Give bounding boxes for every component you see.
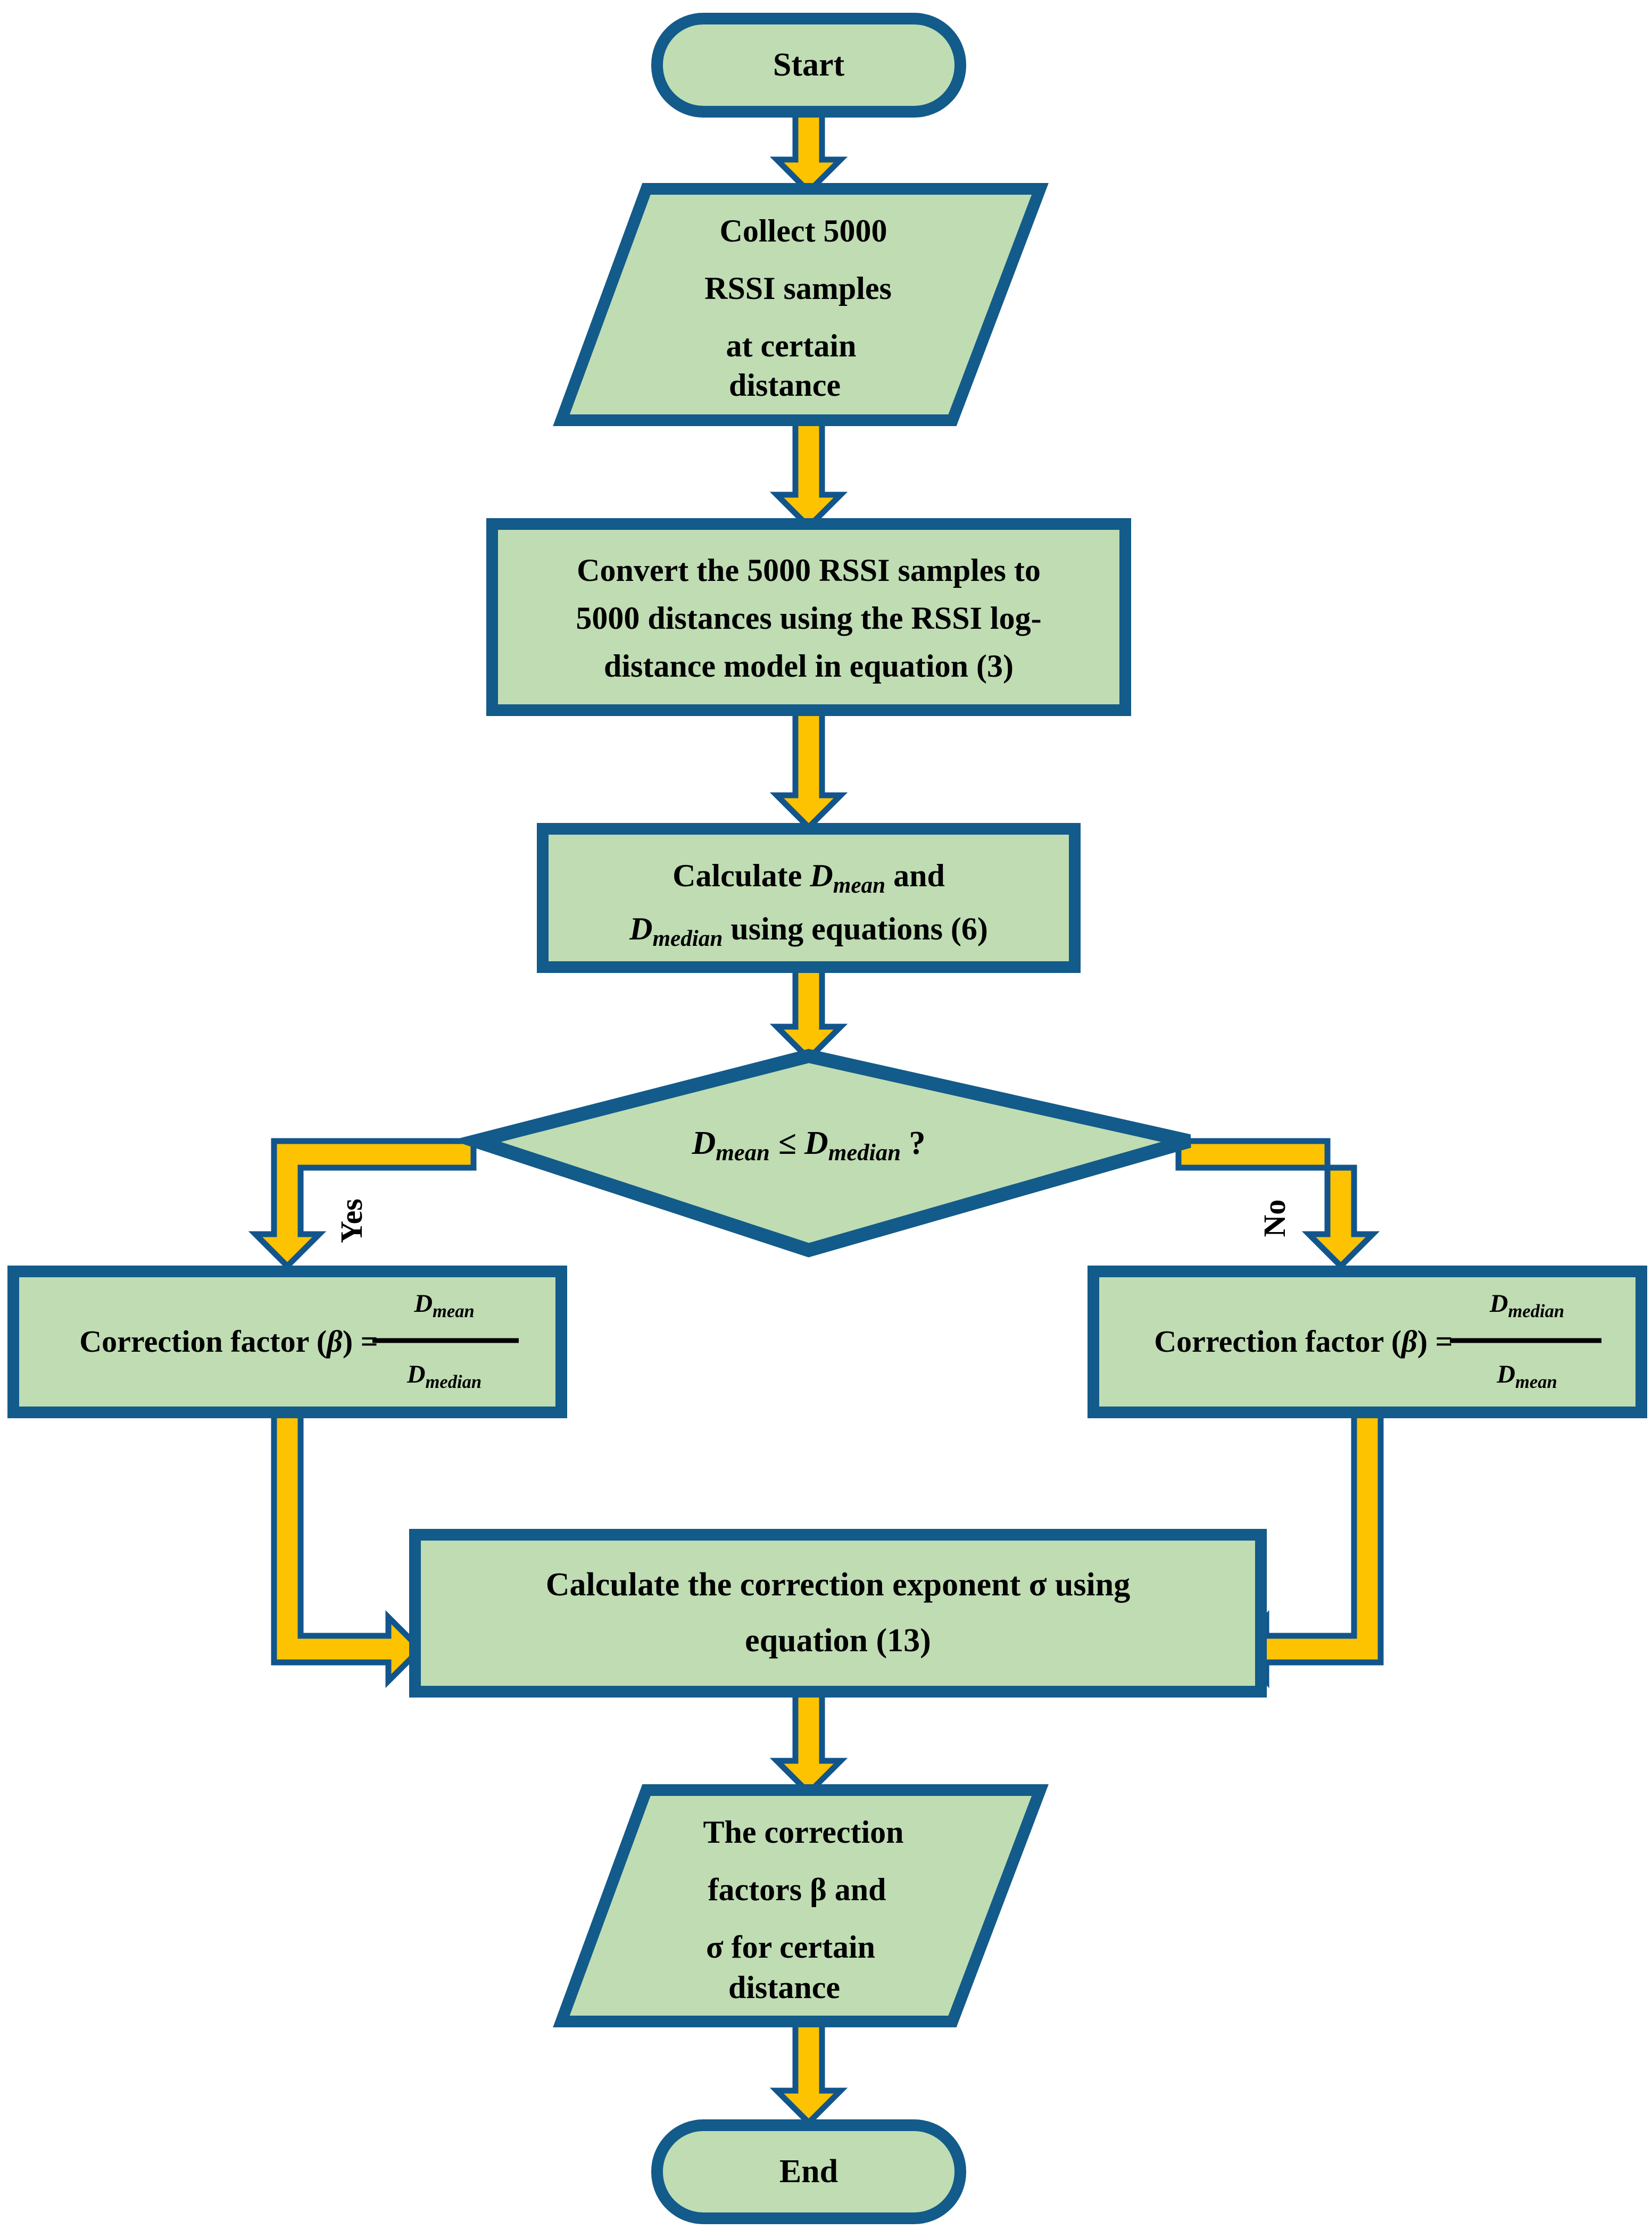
node-calculate-statistics[interactable]: Calculate Dmean and Dmedian using equati…: [537, 823, 1081, 973]
edge-calcsigma-to-output: [769, 1688, 848, 1797]
corrno-denominator: Dmean: [1496, 1360, 1557, 1392]
corryes-suffix: ) =: [343, 1324, 378, 1359]
decision-var-left: D: [691, 1125, 716, 1161]
corrno-num-sub: median: [1508, 1301, 1565, 1321]
corryes-den-var: D: [406, 1360, 426, 1388]
branch-label-no: No: [1257, 1200, 1292, 1237]
decision-sub-left: mean: [716, 1139, 770, 1166]
calcstats-var-1: D: [809, 858, 833, 893]
decision-suffix: ?: [901, 1125, 926, 1161]
calcstats-sub-2: median: [652, 926, 723, 951]
convert-shape: [486, 518, 1131, 716]
branch-label-yes: Yes: [334, 1199, 369, 1243]
decision-sub-right: median: [828, 1139, 901, 1166]
convert-line-3: distance model in equation (3): [604, 648, 1014, 684]
output-shape: [553, 1784, 1049, 2027]
collect-line-2: RSSI samples: [704, 271, 892, 306]
output-line-3: σ for certain: [706, 1929, 875, 1965]
output-line-1: The correction: [703, 1815, 903, 1850]
corrno-num-var: D: [1489, 1289, 1508, 1318]
corryes-expression: Correction factor (β) =: [79, 1324, 378, 1359]
corrno-den-var: D: [1496, 1360, 1515, 1388]
node-calculate-sigma[interactable]: Calculate the correction exponent σ usin…: [409, 1529, 1267, 1698]
calcstats-post-1: and: [885, 858, 945, 893]
calcsigma-shape: [409, 1529, 1267, 1698]
edge-decision-to-corrno: [1175, 1138, 1380, 1270]
collect-line-3: at certain: [726, 328, 857, 363]
decision-label: Dmean ≤ Dmedian ?: [691, 1125, 925, 1166]
collect-shape: [553, 183, 1049, 426]
calcstats-post-2: using equations (6): [723, 911, 987, 946]
collect-line-1: Collect 5000: [720, 213, 887, 248]
corrno-symbol: β: [1400, 1324, 1417, 1359]
edge-collect-to-convert: [769, 417, 848, 531]
edge-corryes-to-calcsigma: [271, 1409, 425, 1688]
corrno-den-sub: mean: [1515, 1372, 1557, 1392]
corryes-denominator: Dmedian: [406, 1360, 482, 1392]
corryes-symbol: β: [326, 1324, 343, 1359]
end-shape: [651, 2119, 966, 2224]
start-label: Start: [773, 47, 845, 83]
convert-line-2: 5000 distances using the RSSI log-: [576, 601, 1041, 636]
node-collect-samples[interactable]: Collect 5000 RSSI samples at certain dis…: [553, 183, 1049, 426]
convert-line-1: Convert the 5000 RSSI samples to: [577, 553, 1041, 588]
corrno-suffix: ) =: [1417, 1324, 1453, 1359]
calcstats-sub-1: mean: [833, 873, 885, 898]
corrno-prefix: Correction factor (: [1154, 1324, 1401, 1359]
node-end[interactable]: End: [651, 2119, 966, 2224]
calcstats-line-1: Calculate Dmean and: [673, 858, 945, 898]
node-convert-samples[interactable]: Convert the 5000 RSSI samples to 5000 di…: [486, 518, 1131, 716]
node-correction-factor-no[interactable]: Correction factor (β) = Dmedian Dmean: [1088, 1266, 1647, 1418]
calcstats-shape: [537, 823, 1081, 973]
collect-line-4: distance: [729, 368, 841, 403]
node-start[interactable]: Start: [651, 13, 966, 118]
corrno-expression: Correction factor (β) =: [1154, 1324, 1452, 1359]
corrno-numerator: Dmedian: [1489, 1289, 1564, 1321]
start-shape: [651, 13, 966, 118]
corryes-prefix: Correction factor (: [79, 1324, 327, 1359]
edge-convert-to-calcstats: [769, 707, 848, 831]
end-label: End: [779, 2153, 838, 2190]
edge-calcstats-to-decision: [769, 965, 848, 1063]
node-output-factors[interactable]: The correction factors β and σ for certa…: [553, 1784, 1049, 2027]
decision-operator: ≤: [770, 1125, 804, 1161]
decision-shape: [451, 1049, 1191, 1258]
calcsigma-line-1: Calculate the correction exponent σ usin…: [546, 1567, 1131, 1603]
corryes-den-sub: median: [426, 1372, 482, 1392]
node-correction-factor-yes[interactable]: Correction factor (β) = Dmean Dmedian: [7, 1266, 567, 1418]
output-line-4: distance: [728, 1970, 840, 2005]
node-decision-compare[interactable]: Dmean ≤ Dmedian ?: [451, 1049, 1191, 1258]
calcstats-pre: Calculate: [673, 858, 810, 893]
corryes-numerator: Dmean: [413, 1289, 474, 1321]
calcstats-line-2: Dmedian using equations (6): [629, 911, 988, 951]
calcsigma-line-2: equation (13): [745, 1623, 931, 1659]
output-line-2: factors β and: [708, 1872, 886, 1907]
decision-var-right: D: [804, 1125, 828, 1161]
corryes-num-sub: mean: [433, 1301, 475, 1321]
corryes-num-var: D: [413, 1289, 433, 1318]
edge-decision-to-corryes: [248, 1138, 477, 1270]
edge-output-to-end: [769, 2018, 848, 2127]
calcstats-var-2: D: [629, 911, 652, 946]
